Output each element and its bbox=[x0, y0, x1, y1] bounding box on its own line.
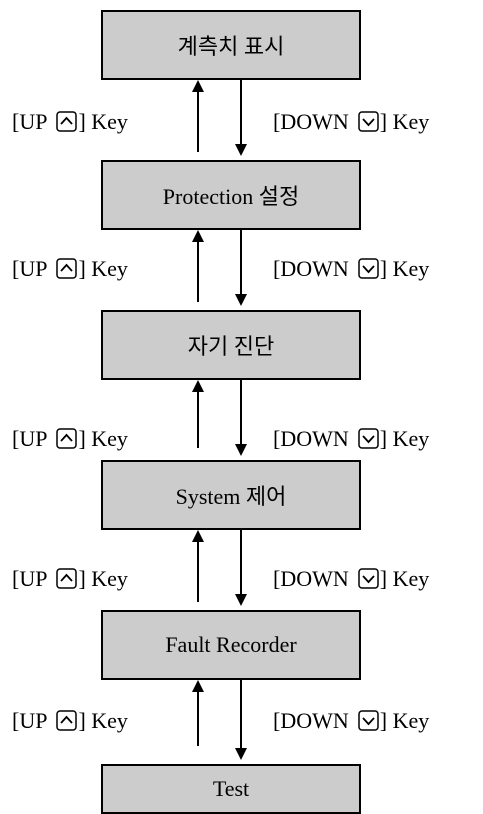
up-key-prefix: [UP bbox=[12, 109, 48, 134]
down-key-prefix: [DOWN bbox=[273, 256, 349, 281]
key-suffix: ] Key bbox=[379, 109, 430, 134]
down-key-label: [DOWN ] Key bbox=[273, 108, 429, 136]
up-chevron-key-icon bbox=[56, 110, 78, 132]
down-chevron-key-icon bbox=[358, 427, 379, 449]
menu-box-protection-settings: Protection 설정 bbox=[101, 160, 361, 230]
down-arrow-icon bbox=[235, 680, 247, 760]
up-key-prefix: [UP bbox=[12, 256, 48, 281]
up-arrow-icon bbox=[192, 230, 204, 302]
up-key-label: [UP ] Key bbox=[12, 425, 128, 453]
up-arrow-icon bbox=[192, 80, 204, 152]
down-key-label: [DOWN ] Key bbox=[273, 707, 429, 735]
up-key-prefix: [UP bbox=[12, 426, 48, 451]
menu-box-label: Protection 설정 bbox=[162, 184, 300, 209]
down-key-label: [DOWN ] Key bbox=[273, 565, 429, 593]
up-key-prefix: [UP bbox=[12, 566, 48, 591]
up-chevron-key-icon bbox=[56, 427, 78, 449]
key-suffix: ] Key bbox=[379, 566, 430, 591]
down-key-label: [DOWN ] Key bbox=[273, 425, 429, 453]
down-key-prefix: [DOWN bbox=[273, 426, 349, 451]
key-suffix: ] Key bbox=[78, 256, 128, 281]
up-key-label: [UP ] Key bbox=[12, 565, 128, 593]
up-arrow-icon bbox=[192, 380, 204, 448]
up-arrow-icon bbox=[192, 680, 204, 746]
down-chevron-key-icon bbox=[358, 567, 379, 589]
menu-box-label: System 제어 bbox=[175, 484, 287, 509]
menu-box-self-diagnosis: 자기 진단 bbox=[101, 310, 361, 380]
down-arrow-icon bbox=[235, 230, 247, 306]
down-key-label: [DOWN ] Key bbox=[273, 255, 429, 283]
down-chevron-key-icon bbox=[358, 257, 379, 279]
up-key-label: [UP ] Key bbox=[12, 108, 128, 136]
key-suffix: ] Key bbox=[379, 426, 430, 451]
up-chevron-key-icon bbox=[56, 257, 78, 279]
menu-box-measurement-display: 계측치 표시 bbox=[101, 10, 361, 80]
key-suffix: ] Key bbox=[78, 426, 128, 451]
key-suffix: ] Key bbox=[78, 566, 128, 591]
down-arrow-icon bbox=[235, 530, 247, 606]
key-suffix: ] Key bbox=[379, 708, 430, 733]
menu-box-label: Fault Recorder bbox=[165, 632, 297, 657]
up-chevron-key-icon bbox=[56, 567, 78, 589]
menu-box-system-control: System 제어 bbox=[101, 460, 361, 530]
key-suffix: ] Key bbox=[78, 708, 128, 733]
key-suffix: ] Key bbox=[379, 256, 430, 281]
down-arrow-icon bbox=[235, 80, 247, 156]
down-chevron-key-icon bbox=[358, 709, 379, 731]
up-arrow-icon bbox=[192, 530, 204, 602]
down-key-prefix: [DOWN bbox=[273, 708, 349, 733]
down-key-prefix: [DOWN bbox=[273, 109, 349, 134]
up-chevron-key-icon bbox=[56, 709, 78, 731]
key-suffix: ] Key bbox=[78, 109, 128, 134]
menu-box-label: Test bbox=[212, 776, 250, 801]
menu-box-fault-recorder: Fault Recorder bbox=[101, 610, 361, 680]
down-arrow-icon bbox=[235, 380, 247, 456]
up-key-prefix: [UP bbox=[12, 708, 48, 733]
down-key-prefix: [DOWN bbox=[273, 566, 349, 591]
menu-box-label: 자기 진단 bbox=[187, 334, 275, 359]
up-key-label: [UP ] Key bbox=[12, 707, 128, 735]
down-chevron-key-icon bbox=[358, 110, 379, 132]
menu-box-test: Test bbox=[101, 764, 361, 814]
menu-box-label: 계측치 표시 bbox=[177, 34, 285, 59]
up-key-label: [UP ] Key bbox=[12, 255, 128, 283]
